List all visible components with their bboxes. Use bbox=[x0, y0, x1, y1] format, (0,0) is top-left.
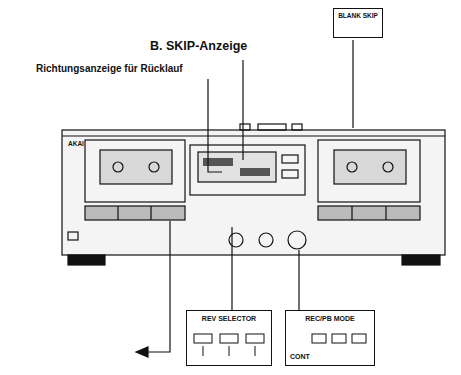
callout-box: REC/PB MODE CONT bbox=[285, 310, 375, 366]
box-sketches bbox=[194, 334, 366, 356]
top-button bbox=[240, 124, 250, 130]
knob bbox=[259, 233, 273, 247]
box-title: BLANK SKIP bbox=[338, 12, 378, 19]
callout-box: REV SELECTOR bbox=[186, 310, 272, 366]
power-button bbox=[68, 232, 78, 240]
cassette-door bbox=[318, 140, 420, 202]
reel bbox=[383, 162, 393, 172]
cassette-window bbox=[100, 150, 172, 184]
callout-box: BLANK SKIP bbox=[333, 8, 383, 38]
level-meter bbox=[240, 168, 270, 176]
reel bbox=[347, 162, 357, 172]
top-button bbox=[258, 124, 286, 130]
leader-line bbox=[231, 227, 232, 310]
leader-line bbox=[208, 79, 222, 172]
knob bbox=[288, 231, 306, 249]
callout-label: Richtungsanzeige für Rücklauf bbox=[36, 63, 183, 74]
box-title: REV SELECTOR bbox=[202, 315, 256, 323]
arrow-head bbox=[136, 347, 148, 357]
display-button bbox=[282, 155, 298, 163]
box-option-label: CONT bbox=[290, 353, 310, 361]
leader-line bbox=[298, 250, 299, 310]
display-window bbox=[198, 152, 276, 182]
cassette-door bbox=[85, 140, 185, 202]
deck-top-edge bbox=[62, 135, 445, 136]
box-title: REC/PB MODE bbox=[305, 315, 354, 323]
leader-line bbox=[352, 40, 353, 128]
brand-logo: AKAI bbox=[68, 140, 84, 147]
foot bbox=[68, 255, 105, 265]
reel bbox=[113, 162, 123, 172]
callout-label: B. SKIP-Anzeige bbox=[150, 40, 247, 54]
top-button bbox=[292, 124, 302, 130]
display-button bbox=[282, 170, 298, 178]
transport-buttons bbox=[85, 206, 185, 220]
leader-line bbox=[242, 60, 243, 160]
leader-line bbox=[146, 221, 170, 352]
display-panel bbox=[190, 145, 305, 195]
deck-body bbox=[62, 130, 445, 255]
knob bbox=[229, 233, 243, 247]
cassette-window bbox=[334, 150, 406, 184]
foot bbox=[402, 255, 440, 265]
reel bbox=[149, 162, 159, 172]
transport-buttons bbox=[318, 206, 420, 220]
